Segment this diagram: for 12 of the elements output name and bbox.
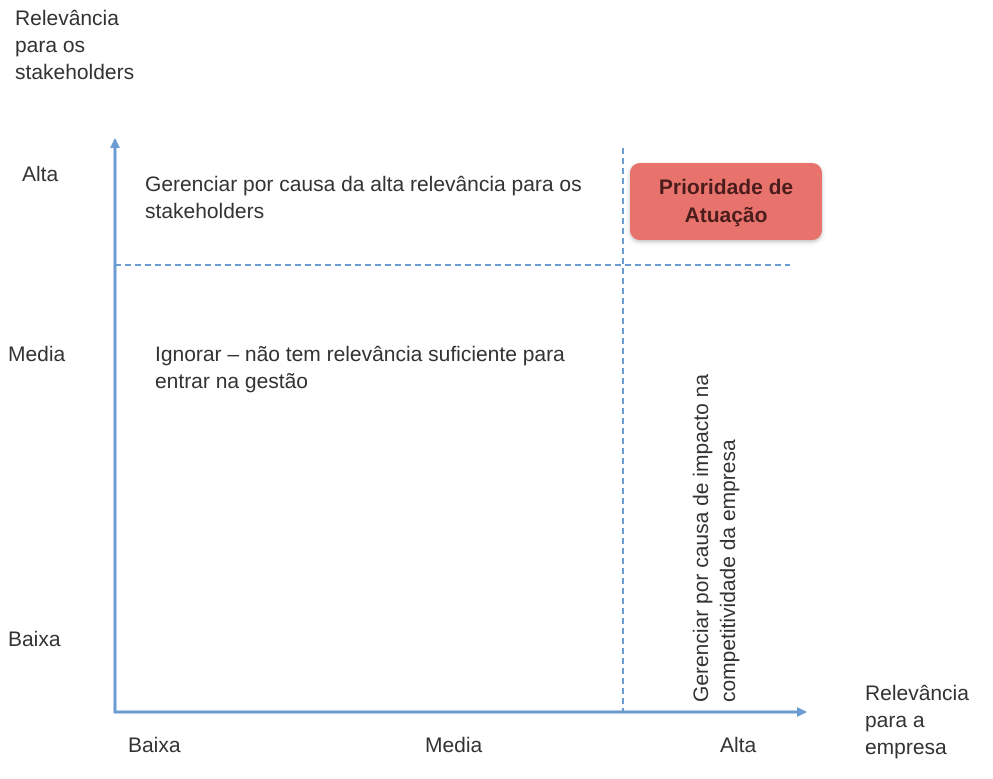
axis-tick-label: Media [8,342,66,368]
axis-tick-label: Baixa [128,733,182,759]
axis-title: Relevância para os stakeholders [15,6,136,86]
quadrant-text: Gerenciar por causa de impacto na competitividade da empresa [689,372,741,702]
axis-tick-label: Baixa [8,627,62,653]
axis-tick-label: Alta [22,162,60,188]
axis-tick-label: Media [425,733,484,759]
priority-box: Prioridade de Atuação [630,163,822,240]
axis-title: Relevância para a empresa [865,681,970,761]
quadrant-text: Gerenciar por causa da alta relevância para os stakeholders [145,172,583,225]
axis-tick-label: Alta [720,733,758,759]
quadrant-text: Ignorar – não tem relevância suficiente para entrar na gestão [155,342,566,395]
